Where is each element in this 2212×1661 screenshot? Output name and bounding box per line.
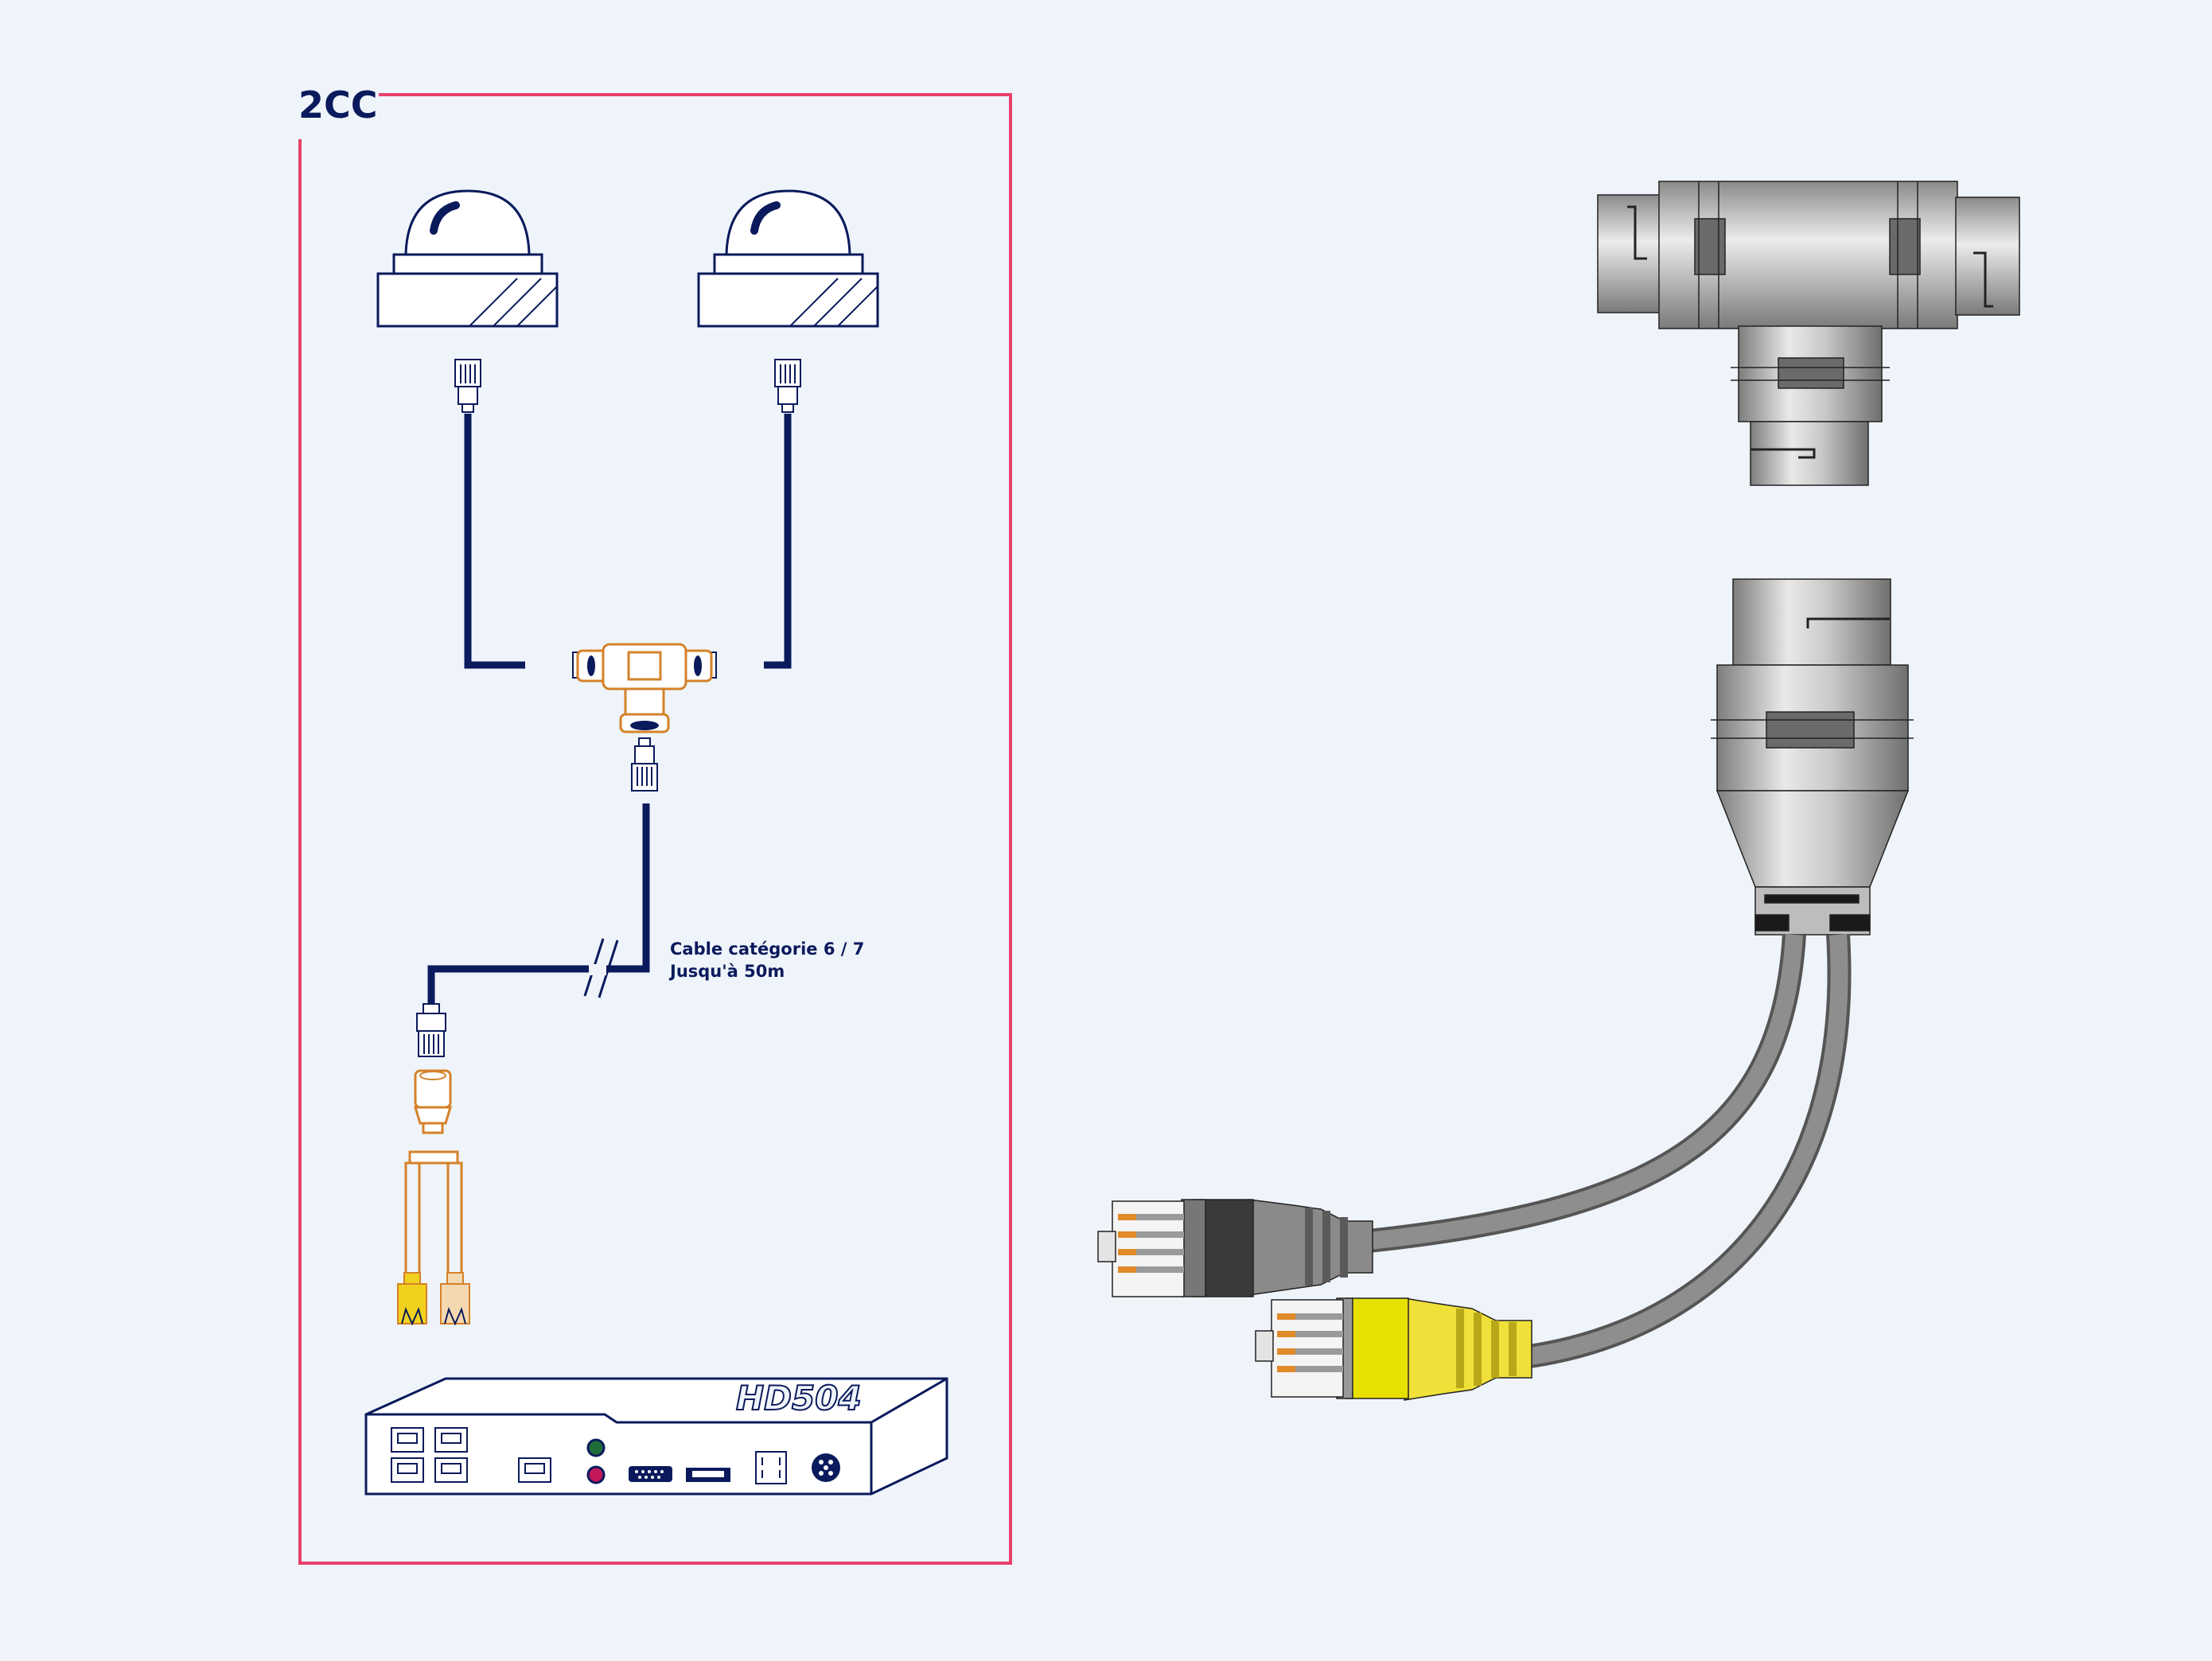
cable-camera-2 xyxy=(764,414,792,669)
splitter-icon xyxy=(397,1069,470,1326)
t-coupler-icon xyxy=(1597,181,2020,486)
rj45-plug-icon xyxy=(454,359,481,413)
schematic-panel: 2CC xyxy=(298,84,1012,1565)
rj45-plug-icon xyxy=(774,359,801,413)
recorder-model: HD504 xyxy=(736,1379,862,1418)
cable-note-line1: Cable catégorie 6 / 7 xyxy=(670,939,864,959)
dome-camera-icon xyxy=(376,189,559,328)
dome-camera-icon xyxy=(697,189,879,328)
t-coupler-icon xyxy=(576,643,713,733)
cable-long-run xyxy=(427,803,650,1004)
dvr-recorder-icon: HD504 xyxy=(364,1377,948,1496)
rj45-plug-icon xyxy=(631,737,658,792)
cable-note-line2: Jusqu'à 50m xyxy=(668,962,785,981)
rj45-plug-icon xyxy=(416,1003,446,1057)
splitter-icon xyxy=(1097,578,1914,1401)
cable-camera-1 xyxy=(464,414,525,669)
panel-frame xyxy=(298,93,1012,1565)
panel-title: 2CC xyxy=(298,84,378,126)
